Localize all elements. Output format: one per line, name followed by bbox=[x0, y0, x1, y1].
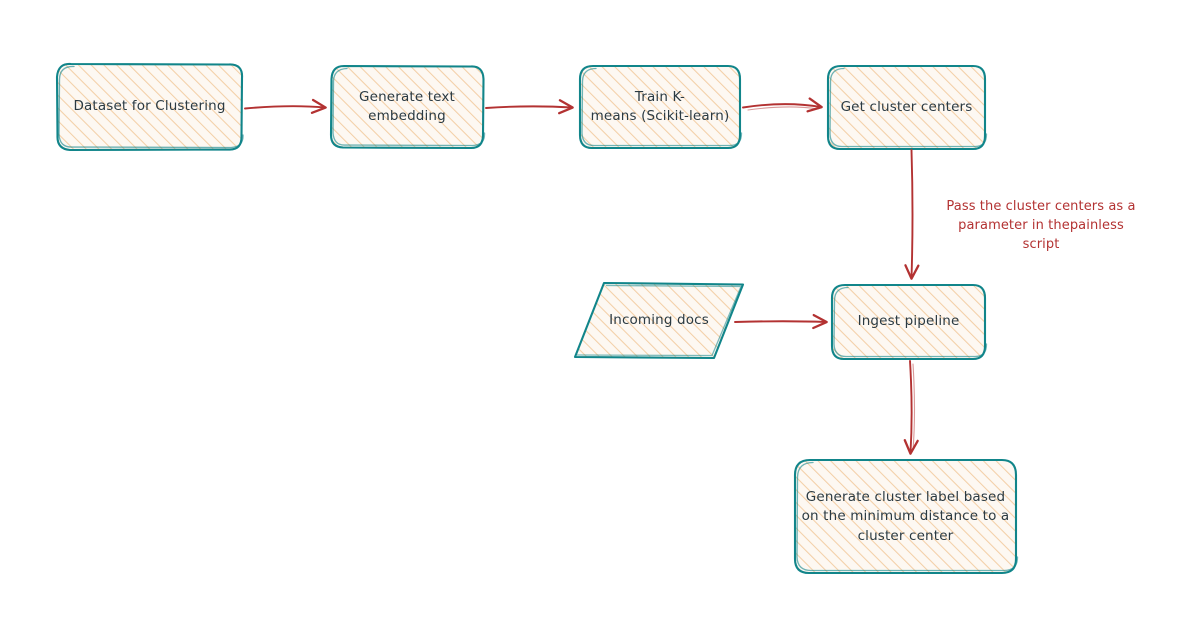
edge-label-pass-cluster-centers: Pass the cluster centers as a parameter … bbox=[946, 199, 1136, 252]
node-shape bbox=[578, 64, 742, 150]
node-generate-text-embedding[interactable] bbox=[329, 64, 486, 150]
node-get-cluster-centers[interactable] bbox=[826, 64, 988, 151]
node-shape-sketch bbox=[833, 286, 988, 358]
node-generate-cluster-label[interactable] bbox=[793, 458, 1019, 575]
node-shape-sketch bbox=[332, 67, 486, 147]
edge-dataset-to-embedding bbox=[244, 98, 327, 115]
node-shape-sketch bbox=[58, 65, 244, 149]
node-shape-sketch bbox=[829, 67, 988, 148]
node-incoming-docs[interactable] bbox=[573, 281, 745, 360]
node-train-kmeans[interactable] bbox=[578, 64, 743, 150]
node-ingest-pipeline[interactable] bbox=[830, 283, 988, 361]
edge-embedding-to-kmeans bbox=[485, 99, 574, 115]
node-shape bbox=[826, 64, 987, 151]
node-shape-sketch bbox=[581, 67, 743, 147]
node-shape bbox=[55, 62, 244, 152]
edge-ingest-to-label bbox=[903, 360, 919, 455]
node-shape bbox=[329, 64, 485, 150]
node-shape-sketch bbox=[576, 284, 742, 357]
edge-incoming-to-ingest bbox=[734, 313, 828, 330]
edge-centers-to-ingest bbox=[904, 149, 920, 280]
node-shape bbox=[830, 283, 987, 361]
node-dataset-for-clustering[interactable] bbox=[55, 62, 244, 152]
edge-kmeans-to-centers bbox=[742, 97, 823, 113]
node-shape bbox=[793, 458, 1018, 575]
node-shape bbox=[573, 281, 745, 360]
node-shape-sketch bbox=[796, 461, 1019, 572]
